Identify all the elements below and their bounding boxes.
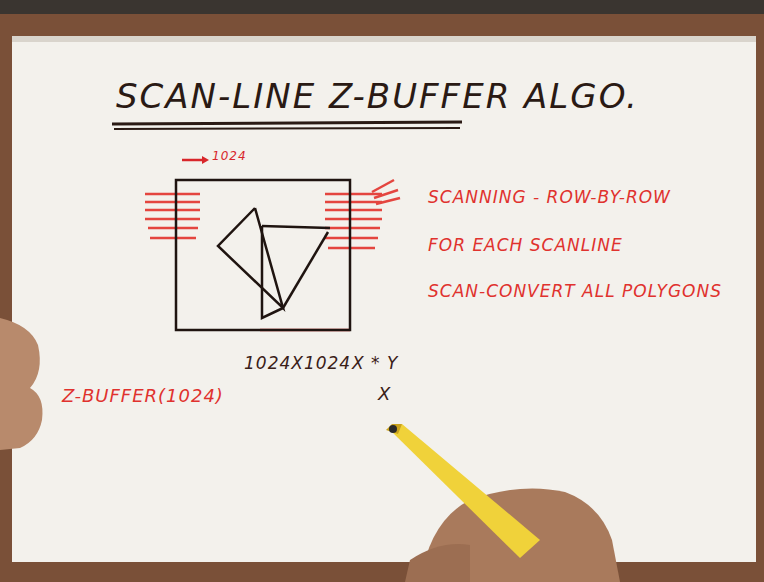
buffer-label: Z-BUFFER(1024) (62, 386, 224, 406)
width-label: 1024 (212, 150, 247, 163)
resolution-label: 1024X1024 (244, 354, 351, 373)
card-title: SCAN-LINE Z-BUFFER ALGO. (116, 78, 639, 115)
step-note: FOR EACH SCANLINE (428, 236, 623, 255)
step-note: SCAN-CONVERT ALL POLYGONS (428, 282, 722, 301)
step-note: SCANNING - ROW-BY-ROW (428, 188, 671, 207)
formula-label: X * Y (352, 354, 398, 373)
formula-label: X (378, 384, 391, 404)
